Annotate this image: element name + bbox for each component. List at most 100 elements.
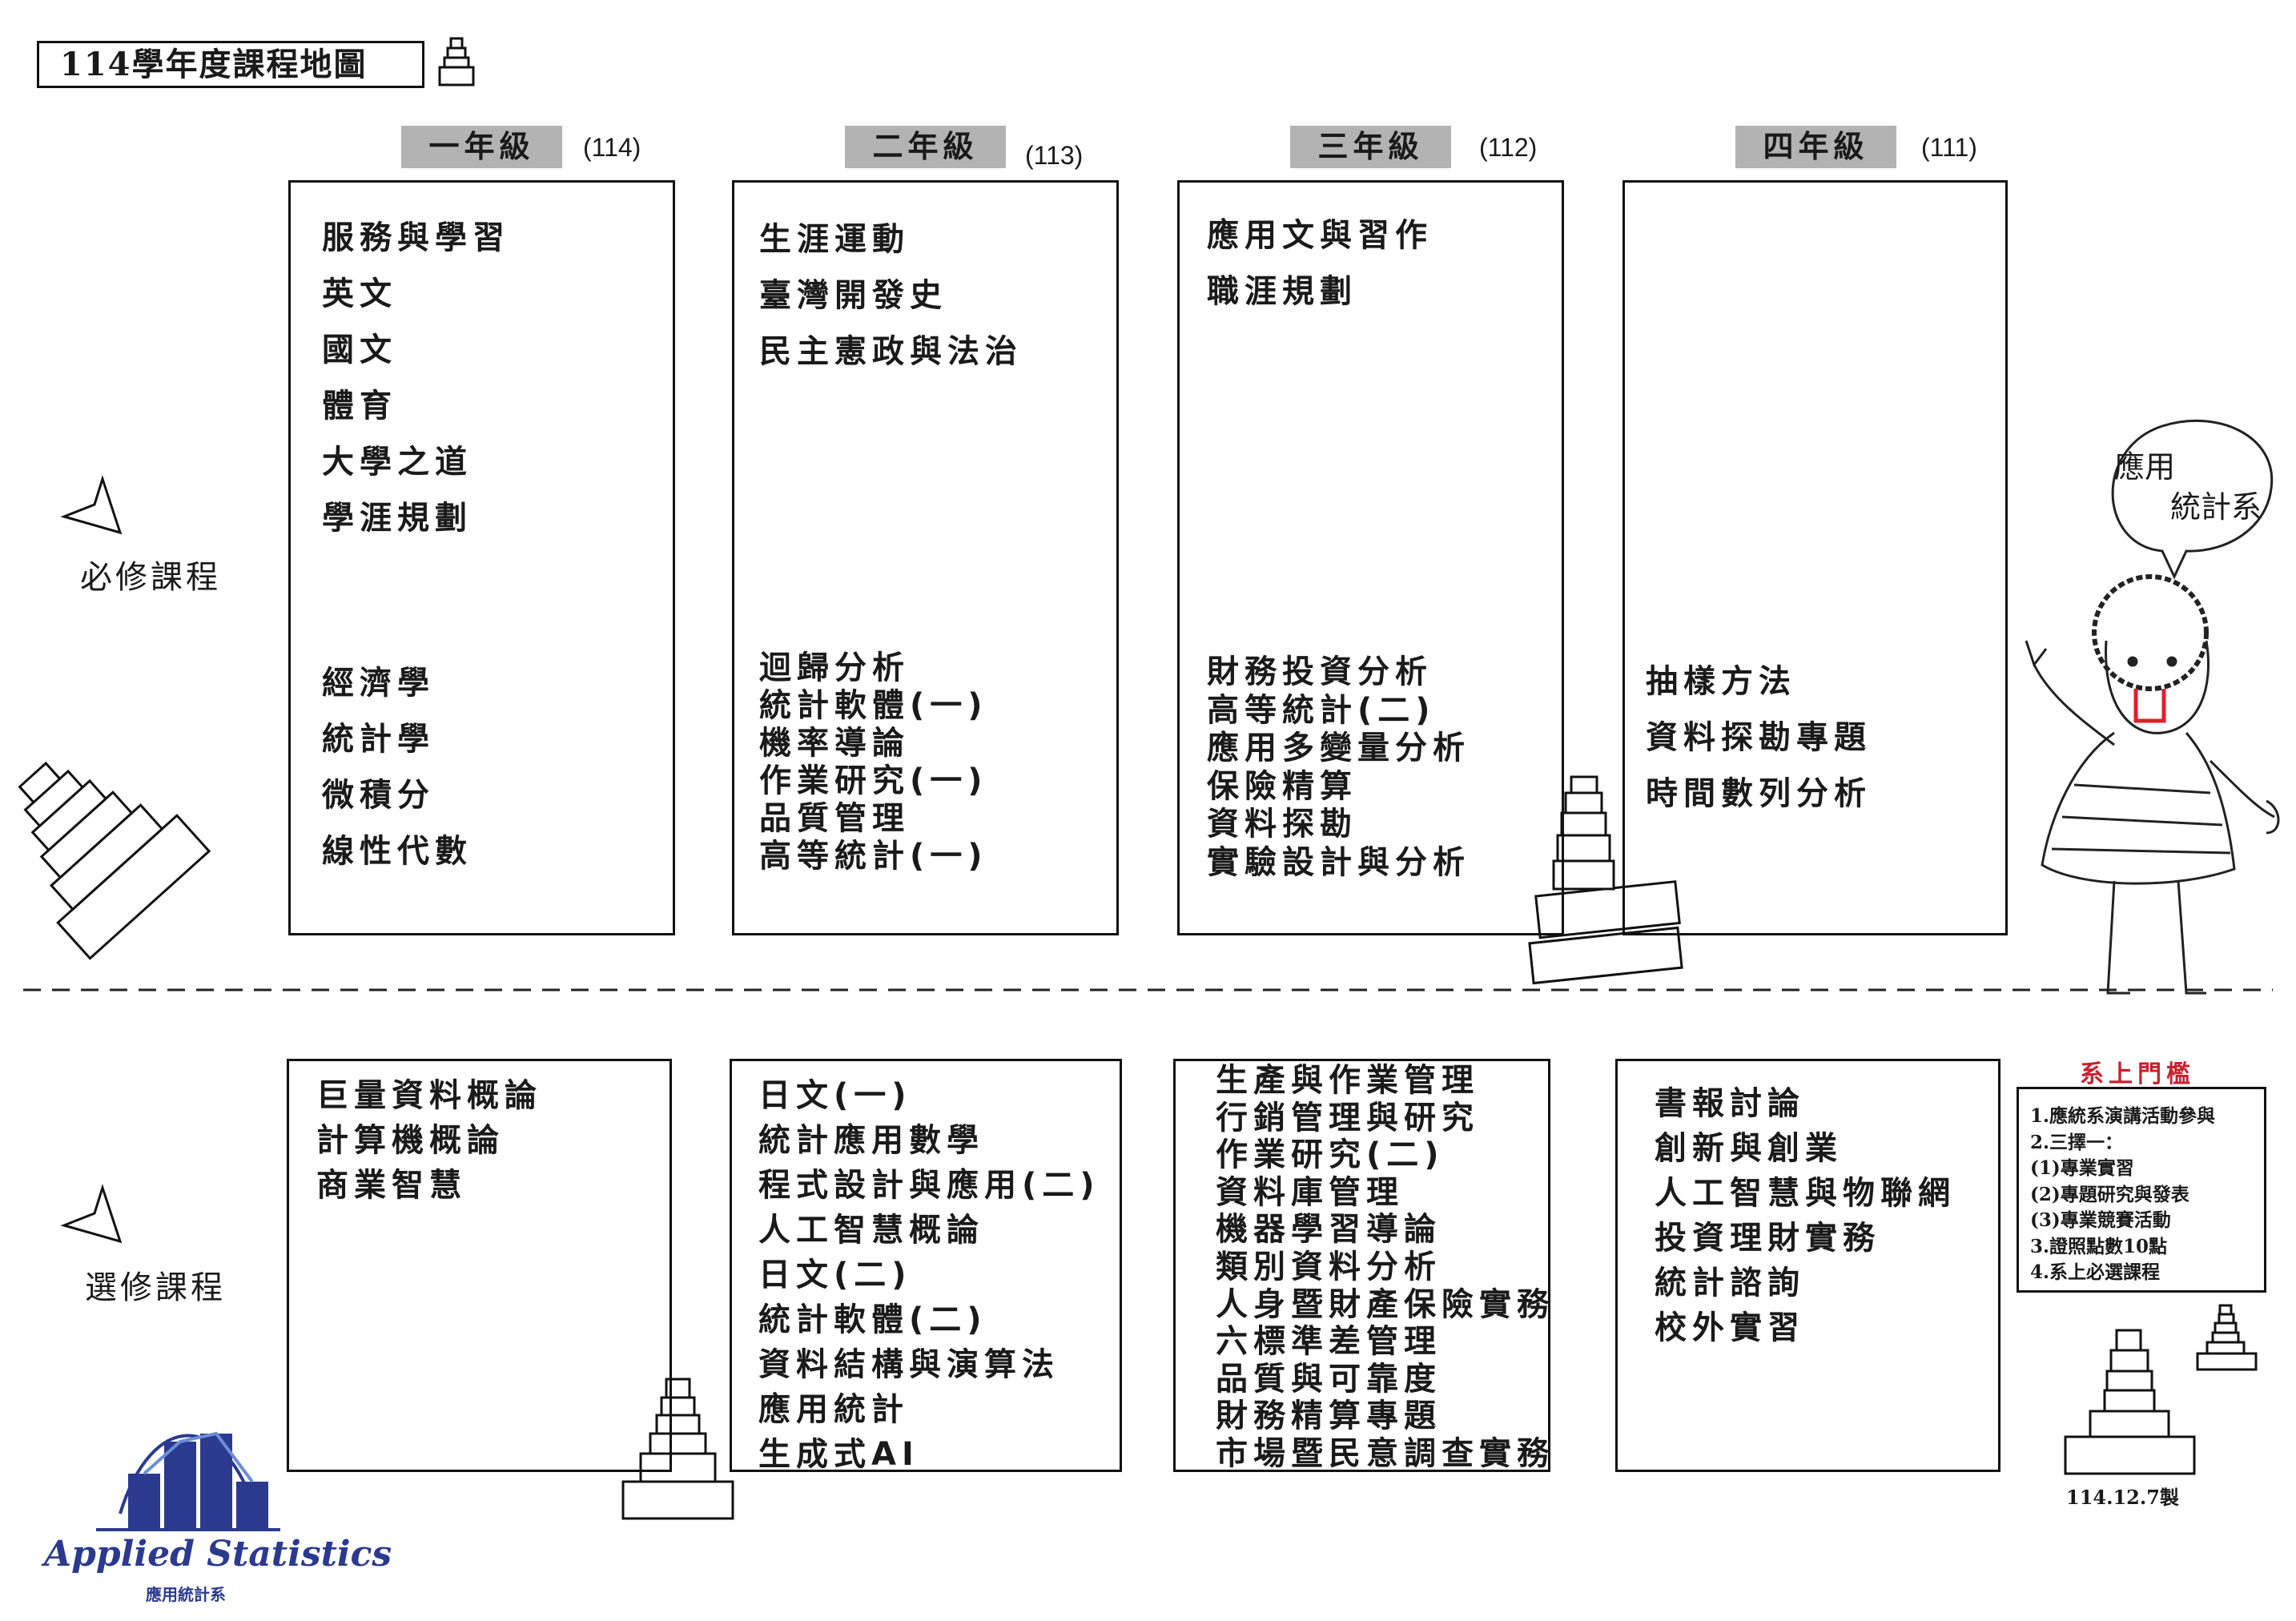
course-item: 財務投資分析 [1207, 654, 1433, 690]
course-item: 生成式AI [758, 1436, 919, 1473]
grade-label: 二年級 [845, 126, 1006, 168]
course-item: 職涯規劃 [1207, 273, 1357, 310]
logo-subtext: 應用統計系 [146, 1585, 226, 1604]
course-item: 品質管理 [759, 800, 910, 837]
grade-year: (113) [1025, 141, 1084, 170]
required-course-box [288, 180, 675, 935]
course-item: 財務精算專題 [1216, 1398, 1442, 1435]
bubble-line1: 應用 [2114, 449, 2176, 485]
course-item: 人工智慧概論 [758, 1212, 984, 1249]
course-item: 保險精算 [1207, 767, 1357, 805]
required-lower-list: 財務投資分析高等統計(二)應用多變量分析保險精算資料探勘實驗設計與分析 [1207, 654, 1470, 882]
course-item: 作業研究(一) [759, 762, 988, 799]
course-item: 應用多變量分析 [1207, 730, 1470, 766]
required-courses-label: 必修課程 [80, 559, 221, 596]
character-illustration [2025, 574, 2280, 995]
grade-year: (111) [1921, 133, 1977, 162]
course-item: 資料探勘 [1207, 806, 1357, 843]
threshold-item: 2.三擇一： [2030, 1131, 2124, 1153]
threshold-item: 4.系上必選課程 [2030, 1261, 2161, 1283]
course-item: 類別資料分析 [1216, 1248, 1442, 1285]
course-item: 商業智慧 [316, 1167, 467, 1204]
course-item: 資料結構與演算法 [758, 1346, 1060, 1383]
course-item: 迴歸分析 [759, 650, 910, 686]
course-item: 經濟學 [322, 665, 435, 702]
course-item: 程式設計與應用(二) [758, 1167, 1100, 1204]
grade-year: (114) [583, 133, 641, 162]
course-item: 時間數列分析 [1646, 775, 1872, 812]
elective-course-box [1615, 1059, 2000, 1472]
course-item: 日文(二) [758, 1257, 912, 1293]
course-item: 體育 [322, 388, 397, 424]
grade-label: 四年級 [1735, 126, 1896, 168]
course-item: 市場暨民意調查實務 [1216, 1434, 1554, 1472]
course-item: 校外實習 [1655, 1309, 1805, 1346]
elective-list: 日文(一) 統計應用數學程式設計與應用(二) 人工智慧概論日文(二) 統計軟體(二) 資… [758, 1073, 1100, 1477]
bubble-line2: 統計系 [2170, 489, 2262, 525]
course-item: 投資理財實務 [1655, 1220, 1880, 1257]
course-item: 應用統計 [758, 1391, 909, 1428]
course-item: 應用文與習作 [1207, 217, 1433, 254]
elective-list: 書報討論創新與創業人工智慧與物聯網投資理財實務統計諮詢校外實習 [1655, 1081, 1956, 1350]
course-item: 臺灣開發史 [759, 277, 947, 314]
grade-label: 一年級 [401, 126, 562, 168]
course-item: 巨量資料概論 [316, 1077, 542, 1114]
grade-year: (112) [1479, 133, 1538, 162]
course-item: 服務與學習 [322, 219, 510, 256]
required-course-box [1622, 180, 2008, 935]
elective-courses-label: 選修課程 [85, 1269, 226, 1306]
course-item: 微積分 [322, 777, 435, 814]
course-item: 人工智慧與物聯網 [1655, 1175, 1956, 1212]
required-lower-list: 經濟學統計學微積分線性代數 [322, 655, 472, 879]
grade-label: 三年級 [1290, 126, 1451, 168]
arrow-icon [60, 475, 123, 1244]
threshold-title: 系上門檻 [2080, 1060, 2195, 1088]
course-item: 高等統計(一) [759, 838, 988, 875]
required-upper-list: 應用文與習作職涯規劃 [1207, 207, 1433, 320]
course-item: 計算機概論 [316, 1122, 505, 1159]
course-item: 實驗設計與分析 [1207, 843, 1470, 881]
tower-icon [18, 761, 211, 960]
course-item: 行銷管理與研究 [1216, 1099, 1479, 1136]
tower-icon [621, 1378, 734, 1520]
course-item: 統計軟體(一) [759, 687, 988, 724]
course-item: 統計軟體(二) [758, 1301, 987, 1338]
course-item: 大學之道 [322, 444, 472, 481]
course-item: 資料探勘專題 [1646, 719, 1872, 756]
course-item: 民主憲政與法治 [759, 333, 1023, 370]
required-upper-list: 服務與學習英文國文體育大學之道學涯規劃 [322, 210, 510, 546]
course-item: 國文 [322, 332, 397, 368]
elective-course-box [287, 1059, 672, 1472]
threshold-item: 3.證照點數10點 [2030, 1235, 2168, 1257]
tower-icon [2064, 1304, 2258, 1475]
course-item: 書報討論 [1655, 1085, 1805, 1122]
course-item: 線性代數 [322, 833, 472, 870]
speech-bubble [2111, 419, 2274, 580]
course-item: 資料庫管理 [1216, 1173, 1404, 1211]
course-item: 創新與創業 [1655, 1130, 1843, 1167]
elective-course-box [1173, 1059, 1550, 1472]
course-item: 高等統計(二) [1207, 691, 1436, 729]
required-lower-list: 抽樣方法資料探勘專題時間數列分析 [1646, 654, 1872, 822]
course-item: 統計學 [322, 721, 435, 758]
course-item: 統計應用數學 [758, 1122, 984, 1159]
logo-text: Applied Statistics [44, 1534, 392, 1575]
course-item: 日文(一) [758, 1077, 912, 1114]
logo [96, 1431, 280, 1531]
course-item: 學涯規劃 [322, 500, 472, 537]
threshold-item: (3)專業競賽活動 [2030, 1209, 2171, 1231]
course-item: 生涯運動 [759, 221, 910, 258]
course-item: 生產與作業管理 [1216, 1062, 1479, 1099]
required-upper-list: 生涯運動臺灣開發史民主憲政與法治 [759, 211, 1023, 380]
required-lower-list: 迴歸分析統計軟體(一)機率導論作業研究(一)品質管理高等統計(一) [759, 650, 988, 875]
threshold-item: 1.應統系演講活動參與 [2030, 1105, 2216, 1127]
required-course-box [732, 180, 1119, 935]
course-item: 英文 [322, 276, 397, 312]
date-label: 114.12.7製 [2066, 1486, 2179, 1509]
course-item: 統計諮詢 [1655, 1265, 1805, 1301]
page-title: 114學年度課程地圖 [37, 41, 424, 88]
elective-list: 巨量資料概論計算機概論商業智慧 [316, 1073, 542, 1208]
course-item: 機率導論 [759, 725, 910, 762]
